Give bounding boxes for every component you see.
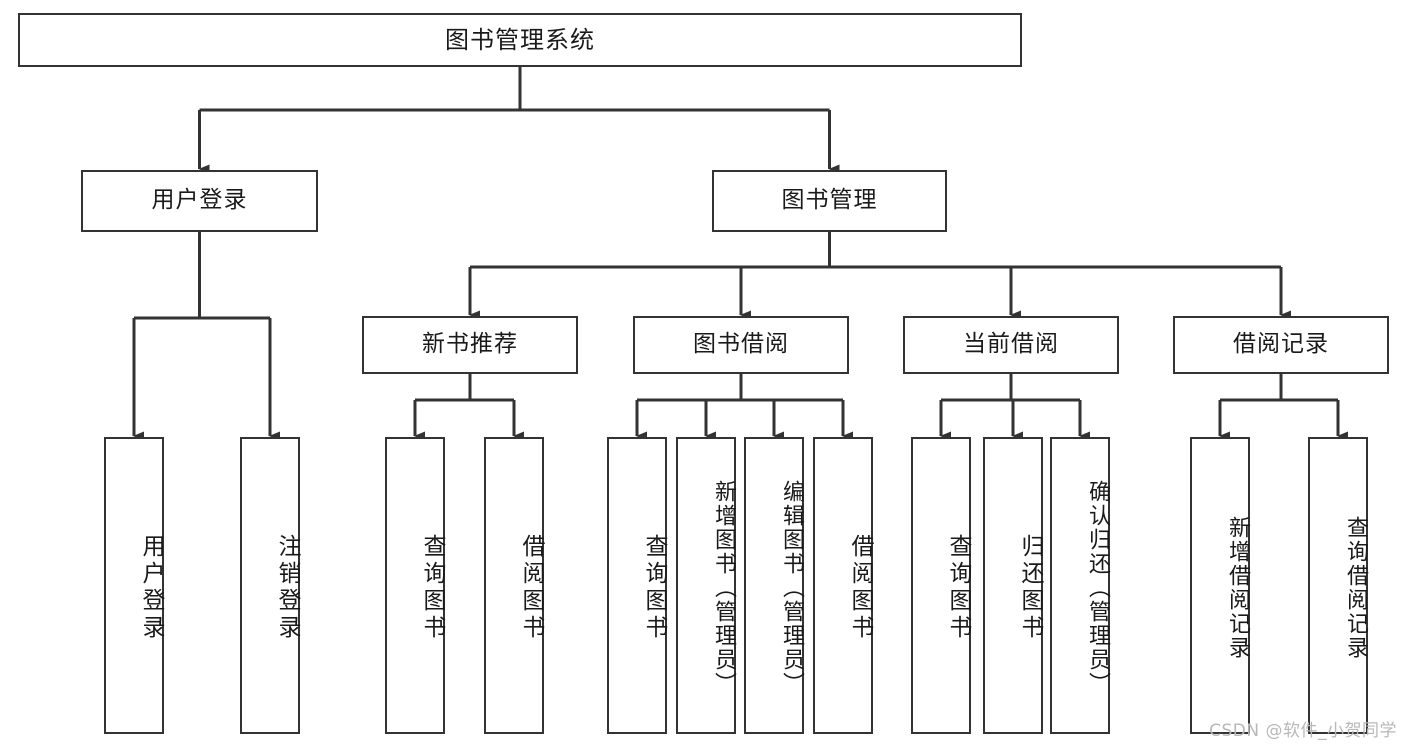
node-label: 图书借阅 [693,331,789,358]
node-leaf-cur-1[interactable]: 查询图书 [911,437,971,734]
node-leaf-borrow-2[interactable]: 新增图书（管理员） [676,437,736,734]
node-leaf-login-1[interactable]: 用户登录 [104,437,164,734]
node-bookmgmt[interactable]: 图书管理 [712,170,947,232]
node-leaf-cur-2[interactable]: 归还图书 [983,437,1043,734]
node-leaf-new-1[interactable]: 查询图书 [385,437,445,734]
node-label: 借阅图书 [847,533,873,642]
node-label: 当前借阅 [963,331,1059,358]
node-newbook[interactable]: 新书推荐 [362,316,578,374]
node-leaf-borrow-1[interactable]: 查询图书 [607,437,667,734]
node-label: 用户登录 [151,187,248,214]
node-leaf-rec-2[interactable]: 查询借阅记录 [1308,437,1368,734]
node-label: 查询图书 [945,533,971,642]
node-current[interactable]: 当前借阅 [903,316,1119,374]
node-label: 借阅记录 [1233,331,1329,358]
node-label: 编辑图书（管理员） [779,479,804,696]
node-leaf-new-2[interactable]: 借阅图书 [484,437,544,734]
node-leaf-borrow-3[interactable]: 编辑图书（管理员） [744,437,804,734]
node-label: 借阅图书 [518,533,544,642]
node-label: 查询借阅记录 [1343,515,1368,660]
node-root[interactable]: 图书管理系统 [18,13,1022,67]
node-label: 查询图书 [641,533,667,642]
node-label: 新增图书（管理员） [711,479,736,696]
node-leaf-borrow-4[interactable]: 借阅图书 [813,437,873,734]
node-label: 新增借阅记录 [1225,515,1250,660]
node-records[interactable]: 借阅记录 [1173,316,1389,374]
node-login[interactable]: 用户登录 [81,170,318,232]
node-leaf-login-2[interactable]: 注销登录 [240,437,300,734]
node-label: 图书管理 [781,187,878,214]
node-label: 用户登录 [138,533,164,642]
node-label: 新书推荐 [422,331,518,358]
csdn-watermark: CSDN @软件_小贺同学 [1209,721,1397,741]
node-leaf-cur-3[interactable]: 确认归还（管理员） [1050,437,1110,734]
node-label: 确认归还（管理员） [1085,479,1110,696]
node-label: 注销登录 [274,533,300,642]
node-label: 归还图书 [1017,533,1043,642]
node-borrow[interactable]: 图书借阅 [633,316,849,374]
node-label: 图书管理系统 [445,25,595,54]
node-leaf-rec-1[interactable]: 新增借阅记录 [1190,437,1250,734]
node-label: 查询图书 [419,533,445,642]
